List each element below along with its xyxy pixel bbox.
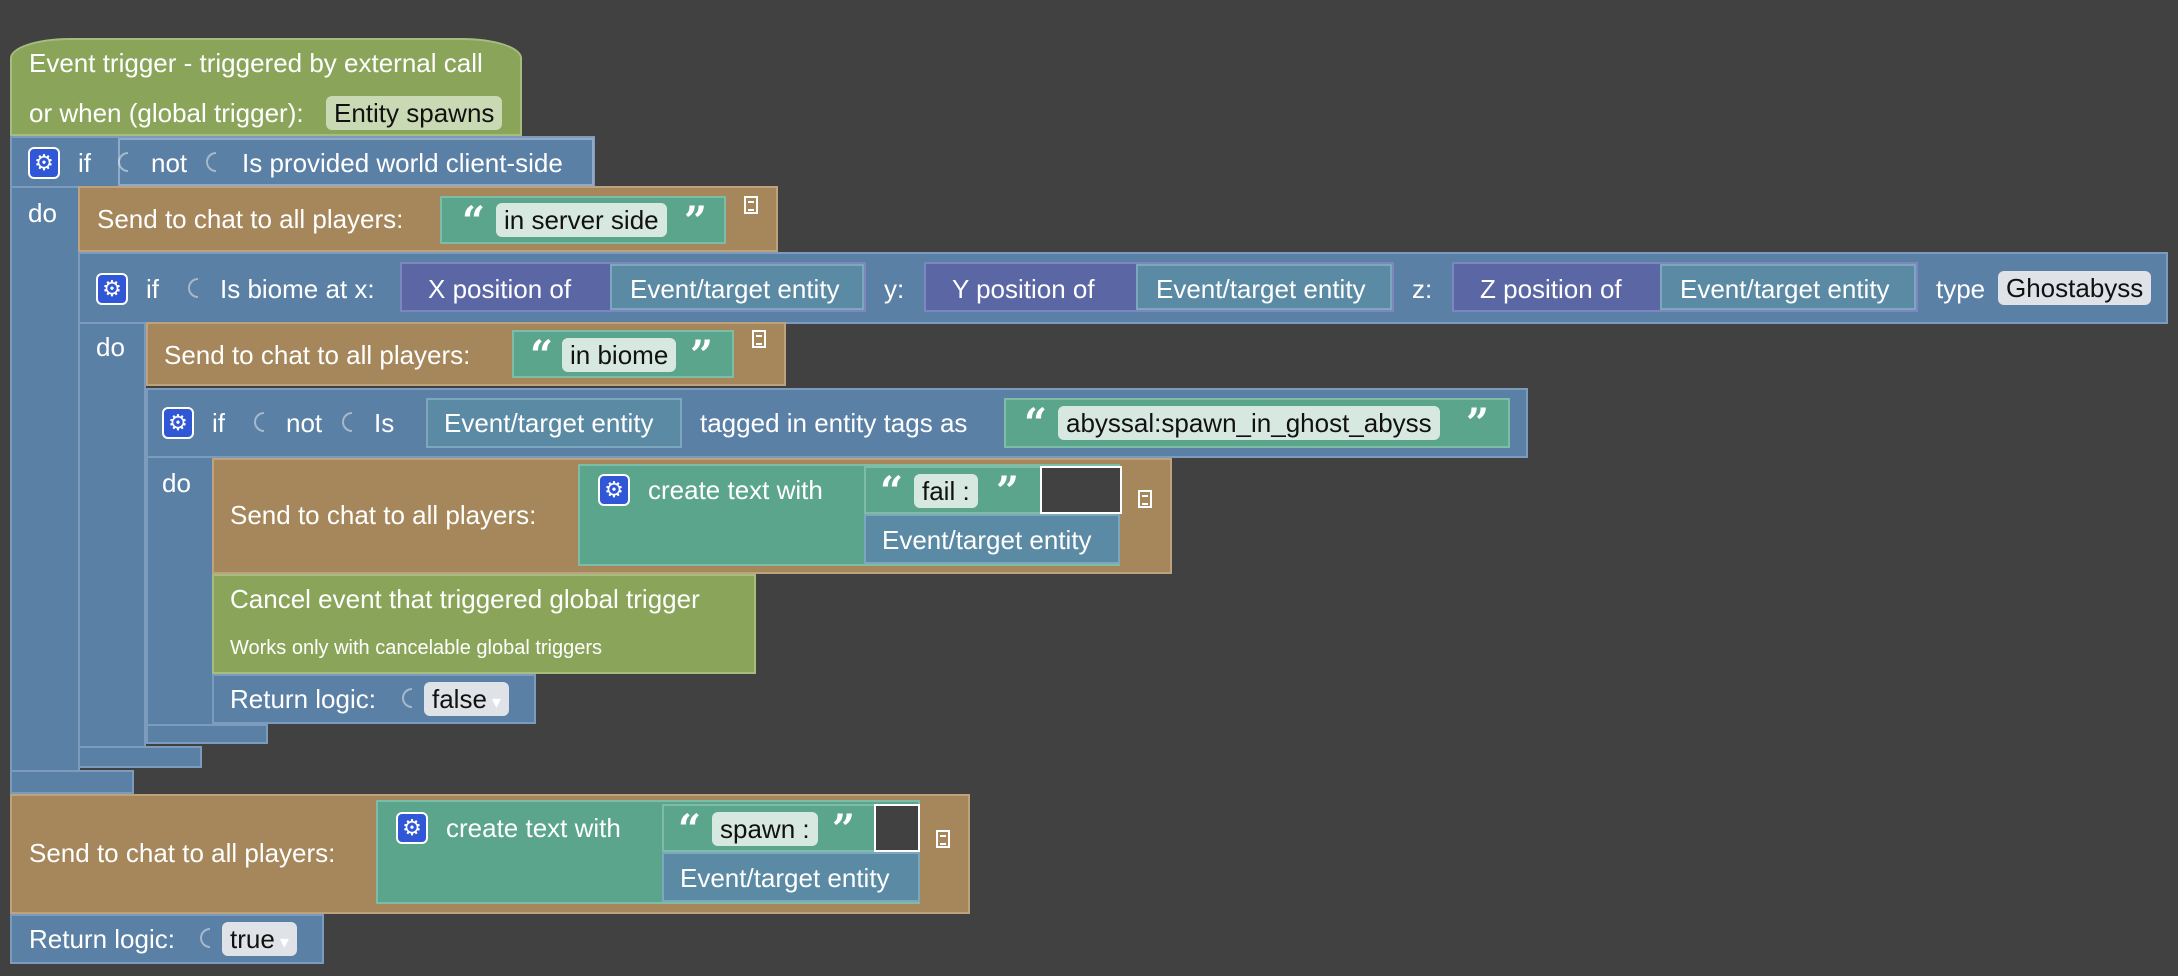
socket-connector xyxy=(342,412,352,432)
if-block-outer-foot xyxy=(10,770,134,794)
return-logic-label: Return logic: xyxy=(230,684,376,714)
not-keyword: not xyxy=(151,148,188,178)
socket-connector xyxy=(402,688,412,708)
tag-value[interactable]: abyssal:spawn_in_ghost_abyss xyxy=(1058,406,1440,440)
if-keyword: if xyxy=(78,148,91,178)
entity-label: Event/target entity xyxy=(680,863,890,893)
gear-icon[interactable]: ⚙ xyxy=(162,407,194,439)
entity-label: Event/target entity xyxy=(444,408,654,438)
entity-block[interactable] xyxy=(426,398,682,448)
gear-icon[interactable]: ⚙ xyxy=(598,474,630,506)
return-logic-label: Return logic: xyxy=(29,924,175,954)
socket-connector xyxy=(206,152,216,172)
close-quote-icon: ” xyxy=(690,332,714,379)
biome-dropdown[interactable]: Ghostabyss xyxy=(1998,271,2152,305)
if-keyword: if xyxy=(146,274,159,304)
event-trigger-line2: or when (global trigger): xyxy=(29,98,304,128)
if-block-outer-arm xyxy=(10,186,80,794)
x-position-label: X position of xyxy=(428,274,572,304)
close-quote-icon: ” xyxy=(832,806,856,853)
y-position-label: Y position of xyxy=(952,274,1095,304)
return-value-dropdown[interactable]: true xyxy=(222,922,297,956)
send-chat-label: Send to chat to all players: xyxy=(97,204,404,234)
open-quote-icon: “ xyxy=(530,332,554,379)
send-chat-label: Send to chat to all players: xyxy=(29,838,336,868)
socket-connector xyxy=(254,412,264,432)
comment-icon[interactable] xyxy=(1138,490,1152,508)
event-trigger-block[interactable] xyxy=(10,38,522,136)
close-quote-icon: ” xyxy=(996,468,1020,515)
do-keyword: do xyxy=(162,468,191,498)
type-label: type xyxy=(1936,274,1986,304)
comment-icon[interactable] xyxy=(744,196,758,214)
text-value[interactable]: in biome xyxy=(562,338,677,372)
create-text-label: create text with xyxy=(446,813,621,843)
if-block-tag-arm xyxy=(146,456,214,744)
comment-icon[interactable] xyxy=(752,330,766,348)
open-quote-icon: “ xyxy=(880,468,904,515)
entity-label-y: Event/target entity xyxy=(1156,274,1366,304)
if-keyword: if xyxy=(212,408,225,438)
global-trigger-dropdown[interactable]: Entity spawns xyxy=(326,96,503,130)
client-side-condition: Is provided world client-side xyxy=(242,148,563,178)
z-position-label: Z position of xyxy=(1480,274,1622,304)
gear-icon[interactable]: ⚙ xyxy=(96,273,128,305)
entity-label-z: Event/target entity xyxy=(1680,274,1890,304)
cancel-event-block[interactable] xyxy=(212,574,756,674)
if-block-biome-arm xyxy=(78,322,146,766)
open-quote-icon: “ xyxy=(678,806,702,853)
if-block-tag-foot xyxy=(146,724,268,744)
socket-connector xyxy=(118,152,128,172)
entity-block[interactable] xyxy=(864,514,1120,564)
entity-block-y[interactable] xyxy=(1136,264,1392,310)
is-keyword: Is xyxy=(374,408,395,438)
cancel-event-note: Works only with cancelable global trigge… xyxy=(230,637,603,659)
gear-icon[interactable]: ⚙ xyxy=(396,812,428,844)
entity-block-z[interactable] xyxy=(1660,264,1916,310)
text-value[interactable]: fail : xyxy=(914,474,978,508)
send-chat-label: Send to chat to all players: xyxy=(164,340,471,370)
tagged-label: tagged in entity tags as xyxy=(700,408,968,438)
entity-block[interactable] xyxy=(662,852,920,902)
y-label: y: xyxy=(884,274,905,304)
empty-slot xyxy=(874,804,920,852)
entity-block-x[interactable] xyxy=(610,264,864,310)
entity-label-x: Event/target entity xyxy=(630,274,840,304)
close-quote-icon: ” xyxy=(1466,400,1490,447)
empty-slot xyxy=(1040,466,1122,514)
event-trigger-line1: Event trigger - triggered by external ca… xyxy=(29,48,483,78)
comment-icon[interactable] xyxy=(936,830,950,848)
not-keyword: not xyxy=(286,408,323,438)
text-value[interactable]: in server side xyxy=(496,203,667,237)
do-keyword: do xyxy=(28,198,57,228)
socket-connector xyxy=(200,928,210,948)
if-block-biome-foot xyxy=(78,746,202,768)
gear-icon[interactable]: ⚙ xyxy=(28,147,60,179)
open-quote-icon: “ xyxy=(1024,400,1048,447)
send-chat-label: Send to chat to all players: xyxy=(230,500,537,530)
text-value[interactable]: spawn : xyxy=(712,812,818,846)
cancel-event-label: Cancel event that triggered global trigg… xyxy=(230,584,700,614)
not-block[interactable] xyxy=(118,138,594,186)
create-text-label: create text with xyxy=(648,475,823,505)
is-biome-label: Is biome at x: xyxy=(220,274,375,304)
close-quote-icon: ” xyxy=(684,198,708,245)
do-keyword: do xyxy=(96,332,125,362)
open-quote-icon: “ xyxy=(462,198,486,245)
entity-label: Event/target entity xyxy=(882,525,1092,555)
socket-connector xyxy=(188,278,198,298)
return-value-dropdown[interactable]: false xyxy=(424,682,509,716)
z-label: z: xyxy=(1412,274,1433,304)
